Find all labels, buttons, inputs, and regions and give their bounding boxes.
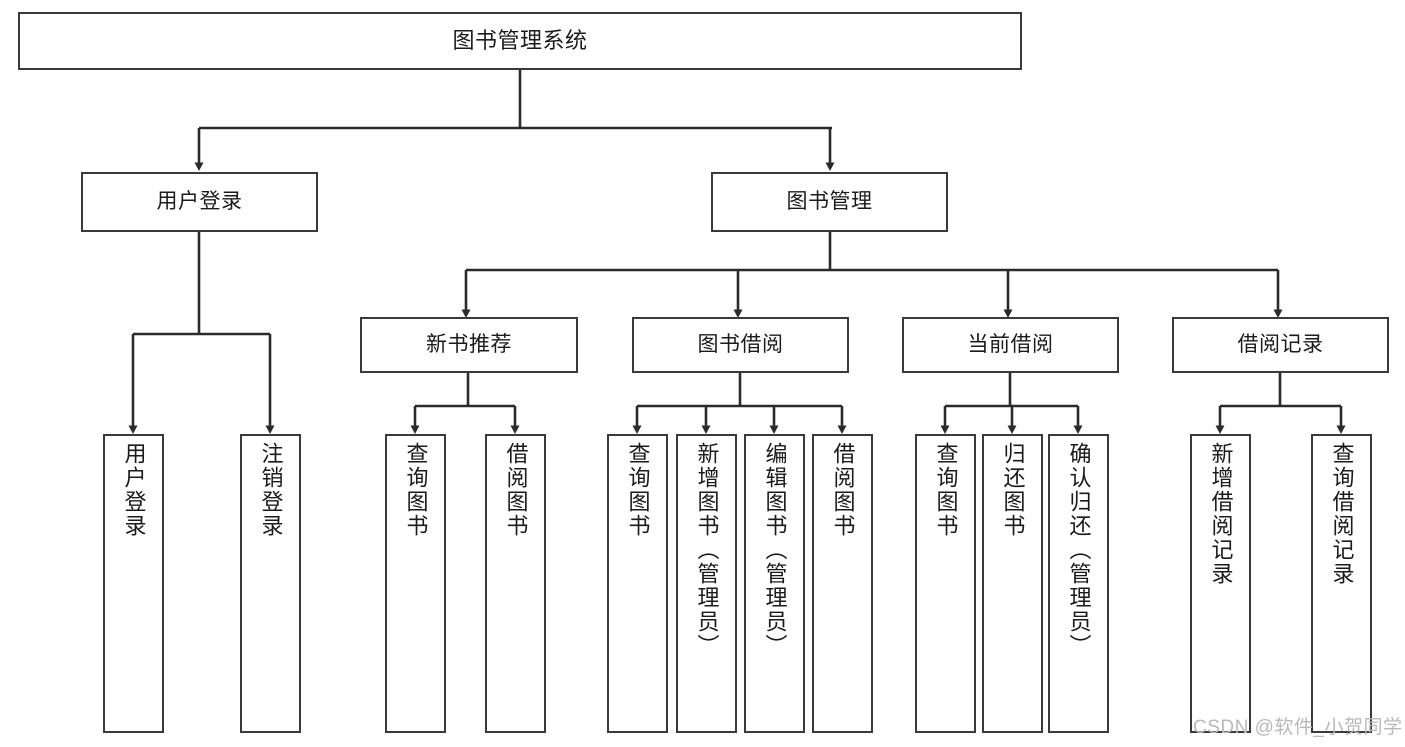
node-borrow-record[interactable]: 借阅记录: [1172, 317, 1389, 373]
node-label: 借阅图书: [503, 442, 529, 538]
node-label: 借阅图书: [830, 442, 856, 538]
node-leaf-confirm-return[interactable]: 确认归还（管理员）: [1048, 434, 1109, 733]
node-leaf-query-book-1[interactable]: 查询图书: [385, 434, 446, 733]
node-leaf-user-login[interactable]: 用户登录: [103, 434, 164, 733]
node-leaf-query-book-3[interactable]: 查询图书: [915, 434, 976, 733]
node-label: 查询图书: [933, 442, 959, 538]
node-leaf-return-book[interactable]: 归还图书: [982, 434, 1043, 733]
node-label: 借阅记录: [1237, 332, 1324, 356]
node-leaf-add-record[interactable]: 新增借阅记录: [1190, 434, 1251, 733]
node-label: 注销登录: [258, 442, 284, 538]
node-label: 图书管理: [786, 189, 873, 213]
node-label: 当前借阅: [967, 332, 1054, 356]
node-current-borrow[interactable]: 当前借阅: [902, 317, 1119, 373]
node-user-login[interactable]: 用户登录: [81, 172, 318, 232]
node-leaf-borrow-book-1[interactable]: 借阅图书: [485, 434, 546, 733]
node-book-management[interactable]: 图书管理: [711, 172, 948, 232]
node-new-book-recommend[interactable]: 新书推荐: [360, 317, 578, 373]
node-root-system[interactable]: 图书管理系统: [18, 12, 1022, 70]
node-leaf-edit-book[interactable]: 编辑图书（管理员）: [744, 434, 805, 733]
node-leaf-borrow-book-2[interactable]: 借阅图书: [812, 434, 873, 733]
csdn-watermark: CSDN @软件_小贺同学: [1193, 717, 1403, 738]
node-label: 用户登录: [156, 189, 243, 213]
node-label: 查询图书: [625, 442, 651, 538]
node-label: 新增借阅记录: [1208, 442, 1234, 586]
node-label: 图书借阅: [697, 332, 784, 356]
node-leaf-add-book[interactable]: 新增图书（管理员）: [676, 434, 737, 733]
node-label: 用户登录: [121, 442, 147, 538]
node-label: 归还图书: [1000, 442, 1026, 538]
node-label: 图书管理系统: [452, 28, 588, 54]
node-label: 查询图书: [403, 442, 429, 538]
node-label: 新增图书（管理员）: [694, 442, 720, 658]
node-label: 编辑图书（管理员）: [762, 442, 788, 658]
node-book-borrow[interactable]: 图书借阅: [632, 317, 849, 373]
node-leaf-query-record[interactable]: 查询借阅记录: [1311, 434, 1372, 733]
node-leaf-query-book-2[interactable]: 查询图书: [607, 434, 668, 733]
node-label: 查询借阅记录: [1329, 442, 1355, 586]
node-label: 确认归还（管理员）: [1066, 442, 1092, 658]
node-label: 新书推荐: [426, 332, 512, 356]
node-leaf-logout-login[interactable]: 注销登录: [240, 434, 301, 733]
